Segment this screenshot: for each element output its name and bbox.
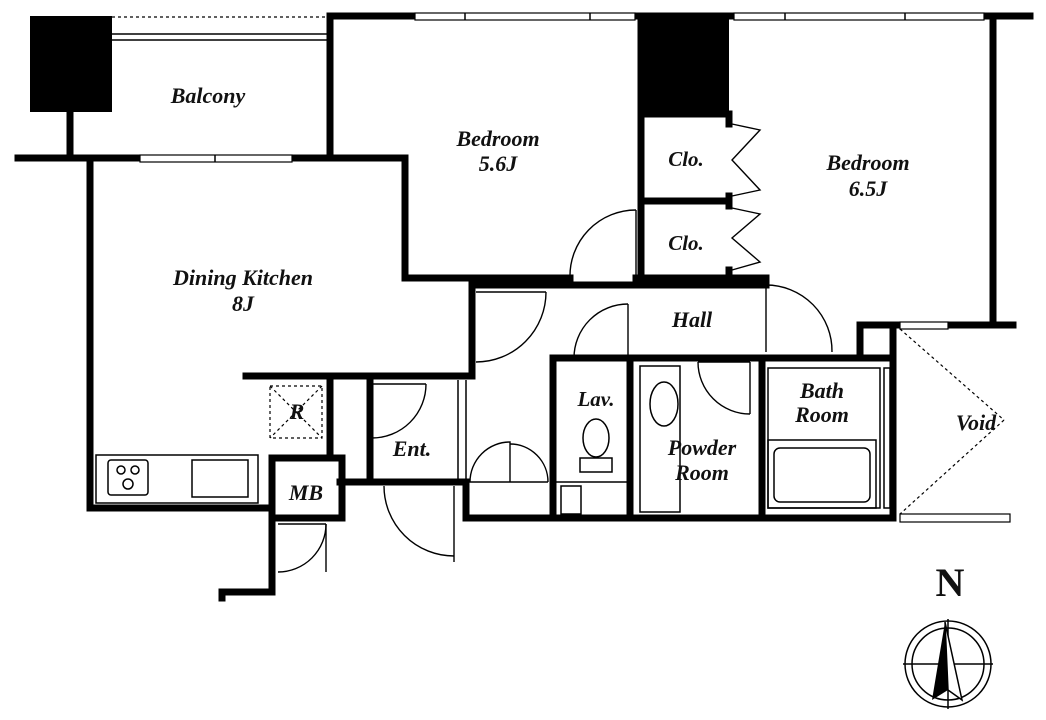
closet1-label: Clo. (668, 147, 704, 171)
dining-kitchen-size: 8J (232, 291, 255, 316)
column-center (641, 16, 729, 114)
closet2-label: Clo. (668, 231, 704, 255)
bedroom2-size: 6.5J (849, 176, 889, 201)
doors (277, 123, 833, 573)
balcony-label: Balcony (170, 83, 246, 108)
hall-label: Hall (671, 307, 713, 332)
bedroom1-name: Bedroom (455, 126, 539, 151)
dining-kitchen-name: Dining Kitchen (172, 265, 313, 290)
void-area (899, 328, 1005, 515)
entrance-label: Ent. (392, 436, 432, 461)
windows (139, 12, 1011, 523)
bath-room-line2: Room (794, 402, 849, 427)
refrigerator-label: R (289, 399, 305, 424)
fixtures (95, 365, 891, 515)
compass-rose (903, 619, 993, 709)
powder-room-line2: Room (674, 460, 729, 485)
bedroom2-name: Bedroom (825, 150, 909, 175)
lavatory-label: Lav. (576, 387, 614, 411)
column-northwest (30, 16, 112, 112)
void-label: Void (956, 410, 997, 435)
meter-box-label: MB (288, 480, 323, 505)
bath-room-line1: Bath (799, 378, 844, 403)
bedroom1-size: 5.6J (479, 151, 519, 176)
compass-north-label: N (936, 560, 965, 605)
powder-room-line1: Powder (667, 435, 737, 460)
